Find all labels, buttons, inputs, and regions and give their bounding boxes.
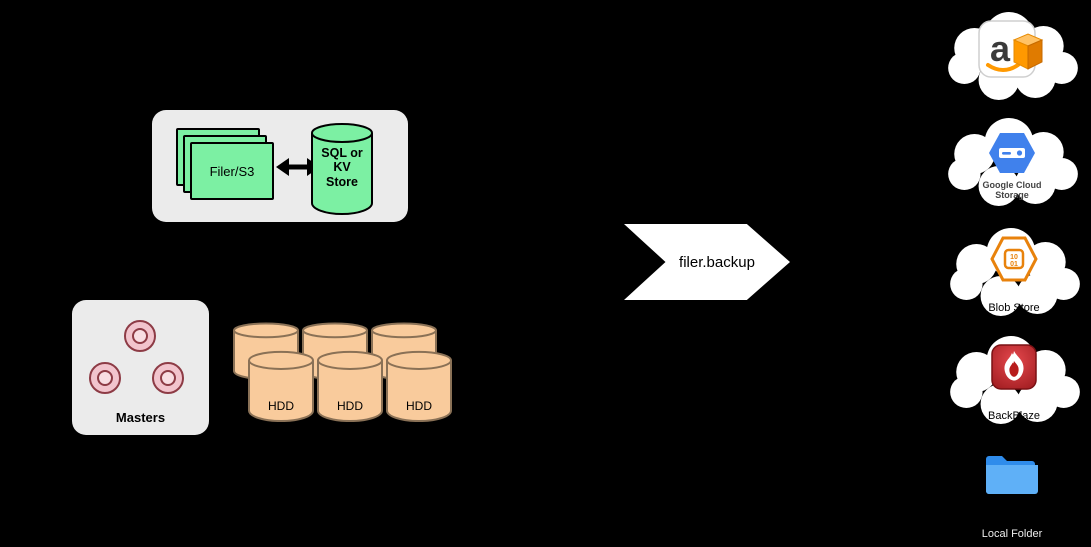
filer-cluster-box: Filer/S3 SQL or KV Store (152, 110, 408, 222)
gcs-label: Google Cloud Storage (982, 180, 1042, 201)
hdd-cylinder: HDD (247, 350, 315, 422)
aws-cube-icon (1012, 33, 1044, 70)
master-node-icon (152, 362, 184, 394)
google-cloud-storage-icon (989, 133, 1035, 173)
hdd-cylinder: HDD (316, 350, 384, 422)
blob-store-icon: 10 01 (990, 236, 1038, 282)
filer-backup-arrow: filer.backup (624, 224, 790, 300)
masters-box: Masters (72, 300, 209, 435)
sql-kv-store-label: SQL or KV Store (321, 146, 363, 189)
destination-local-folder: Local Folder (978, 450, 1046, 540)
blob-digits-bottom: 01 (1010, 261, 1018, 268)
cylinder-shape (316, 350, 384, 422)
hdd-cylinder: HDD (385, 350, 453, 422)
master-node-icon (89, 362, 121, 394)
masters-label: Masters (115, 410, 166, 425)
blob-digits-top: 10 (1010, 254, 1018, 261)
sql-kv-store-cylinder: SQL or KV Store (310, 122, 374, 216)
destination-cloud-backblaze: BackBlaze (938, 330, 1090, 430)
cloud-shape (948, 334, 1082, 426)
destination-cloud-gcs: Google Cloud Storage (936, 112, 1088, 212)
hdd-label: HDD (337, 399, 363, 413)
filer-stack-front: Filer/S3 (190, 142, 274, 200)
hdd-label: HDD (406, 399, 432, 413)
backblaze-label: BackBlaze (988, 410, 1040, 422)
destination-cloud-aws: a (936, 6, 1088, 106)
amazon-aws-icon: a (978, 20, 1044, 78)
amazon-letter: a (990, 28, 1011, 69)
filer-backup-label: filer.backup (679, 253, 755, 271)
cylinder-shape (385, 350, 453, 422)
blob-store-label: Blob Store (988, 302, 1040, 314)
cylinder-shape (247, 350, 315, 422)
hdd-label: HDD (268, 399, 294, 413)
folder-icon (986, 456, 1038, 494)
filer-stack-label: Filer/S3 (209, 163, 255, 179)
master-node-icon (124, 320, 156, 352)
cylinder-shape (310, 122, 374, 216)
local-folder-label: Local Folder (981, 528, 1043, 540)
backblaze-icon (991, 344, 1037, 390)
destination-cloud-blob-store: 10 01 Blob Store (938, 222, 1090, 322)
